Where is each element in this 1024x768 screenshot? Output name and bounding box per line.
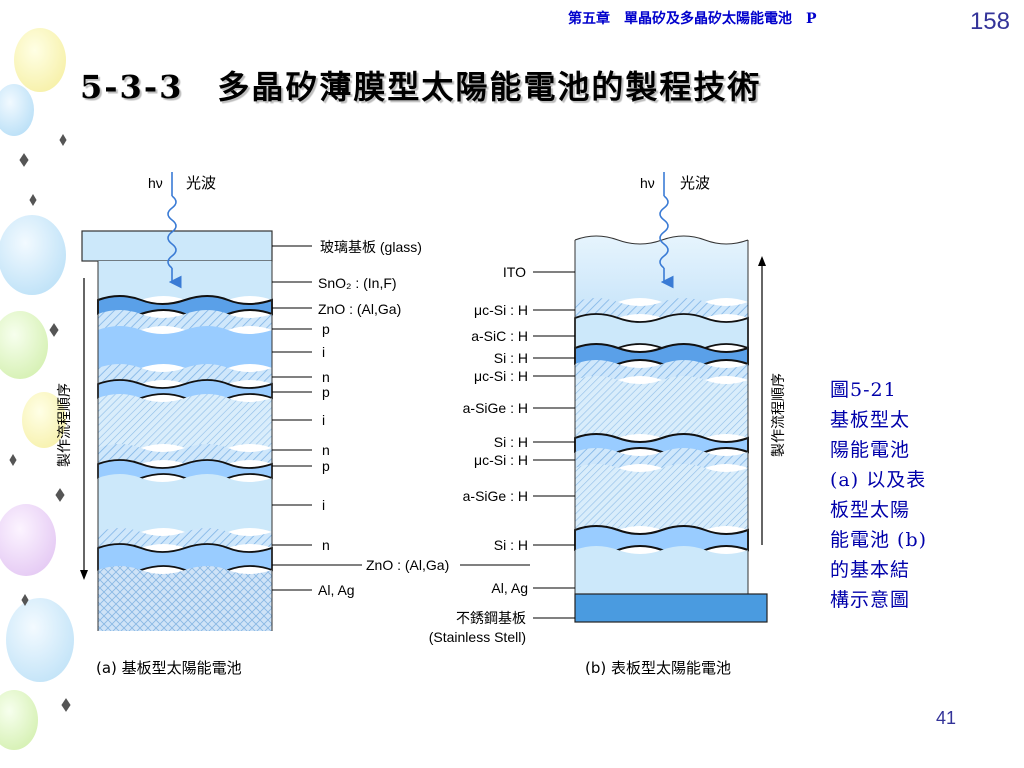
page-number-top: 158 bbox=[969, 8, 1010, 35]
figure-caption-line: 能電池 (b) bbox=[830, 529, 928, 551]
layer-label-a-10: i bbox=[322, 497, 325, 513]
layer-stack-a bbox=[97, 261, 273, 631]
light-wave-a bbox=[167, 172, 182, 289]
layer-label-b-11: 不銹鋼基板 bbox=[456, 610, 526, 627]
light-wave-label-b: 光波 bbox=[680, 174, 710, 192]
figure-caption-line: (a) 以及表 bbox=[830, 469, 927, 491]
figure-caption: 圖5-21 基板型太 陽能電池 (a) 以及表 板型太陽 能電池 (b) 的基本… bbox=[830, 375, 955, 615]
layer-label-a-3: p bbox=[322, 321, 330, 337]
layer-label-b-6: Si : H bbox=[494, 434, 528, 450]
layer-label-a-2: ZnO : (Al,Ga) bbox=[318, 301, 401, 317]
page-title: 5-3-3 多晶矽薄膜型太陽能電池的製程技術 bbox=[80, 68, 762, 106]
figure-caption-line: 基板型太 bbox=[830, 409, 911, 431]
diagram-a: hν 光波 製作流程順序 玻璃基板 (glass) SnO₂ : (I bbox=[57, 172, 530, 677]
layer-label-b-2: a-SiC : H bbox=[471, 328, 528, 344]
layer-label-a-7: i bbox=[322, 412, 325, 428]
layer-label-a-0: 玻璃基板 (glass) bbox=[320, 239, 422, 255]
caption-b: (b) 表板型太陽能電池 bbox=[585, 659, 731, 677]
layer-label-a-4: i bbox=[322, 344, 325, 360]
layer-label-a-11: n bbox=[322, 537, 330, 553]
chapter-header: 第五章 單晶矽及多晶矽太陽能電池 P bbox=[568, 11, 817, 27]
layer-label-a-9: p bbox=[322, 458, 330, 474]
layer-label-b-1: μc-Si : H bbox=[474, 302, 528, 318]
layer-stack-b bbox=[574, 235, 749, 594]
caption-a: (a) 基板型太陽能電池 bbox=[96, 659, 242, 677]
layer-label-a-6: p bbox=[322, 384, 330, 400]
layer-label-b-5: a-SiGe : H bbox=[463, 400, 528, 416]
process-arrow-a bbox=[80, 278, 88, 580]
process-label-b: 製作流程順序 bbox=[771, 373, 787, 457]
light-h-label-a: hν bbox=[148, 175, 163, 191]
light-wave-b bbox=[659, 172, 674, 289]
figure-caption-line: 圖5-21 bbox=[830, 379, 897, 401]
page-number-bottom: 41 bbox=[936, 708, 957, 728]
layer-label-a-12: ZnO : (Al,Ga) bbox=[366, 557, 449, 573]
layer-label-b-4: μc-Si : H bbox=[474, 368, 528, 384]
stainless-steel-substrate bbox=[574, 593, 768, 623]
layer-label-b-7: μc-Si : H bbox=[474, 452, 528, 468]
layer-label-a-13: Al, Ag bbox=[318, 582, 355, 598]
diagram-b: hν 光波 製作流程順序 ITO μc-Si : H a-SiC : H Si … bbox=[429, 172, 787, 677]
glass-substrate bbox=[81, 230, 273, 262]
decorative-balloons bbox=[0, 28, 74, 750]
layer-label-a-1: SnO₂ : (In,F) bbox=[318, 275, 397, 291]
figure-caption-line: 構示意圖 bbox=[830, 589, 911, 611]
layer-label-b-9: Si : H bbox=[494, 537, 528, 553]
leader-lines-b bbox=[533, 271, 575, 619]
process-label-a: 製作流程順序 bbox=[57, 383, 73, 467]
layer-label-a-5: n bbox=[322, 369, 330, 385]
layer-label-b-10: Al, Ag bbox=[491, 580, 528, 596]
figure-caption-line: 板型太陽 bbox=[830, 499, 911, 521]
figure-caption-line: 的基本結 bbox=[830, 559, 911, 581]
light-wave-label-a: 光波 bbox=[186, 174, 216, 192]
layer-label-b-12: (Stainless Stell) bbox=[429, 629, 526, 645]
light-h-label-b: hν bbox=[640, 175, 655, 191]
layer-label-b-0: ITO bbox=[503, 264, 526, 280]
layer-label-a-8: n bbox=[322, 442, 330, 458]
layer-label-b-8: a-SiGe : H bbox=[463, 488, 528, 504]
leader-lines-a bbox=[272, 245, 530, 591]
figure-caption-line: 陽能電池 bbox=[830, 439, 911, 461]
process-arrow-b bbox=[758, 256, 766, 545]
layer-label-b-3: Si : H bbox=[494, 350, 528, 366]
